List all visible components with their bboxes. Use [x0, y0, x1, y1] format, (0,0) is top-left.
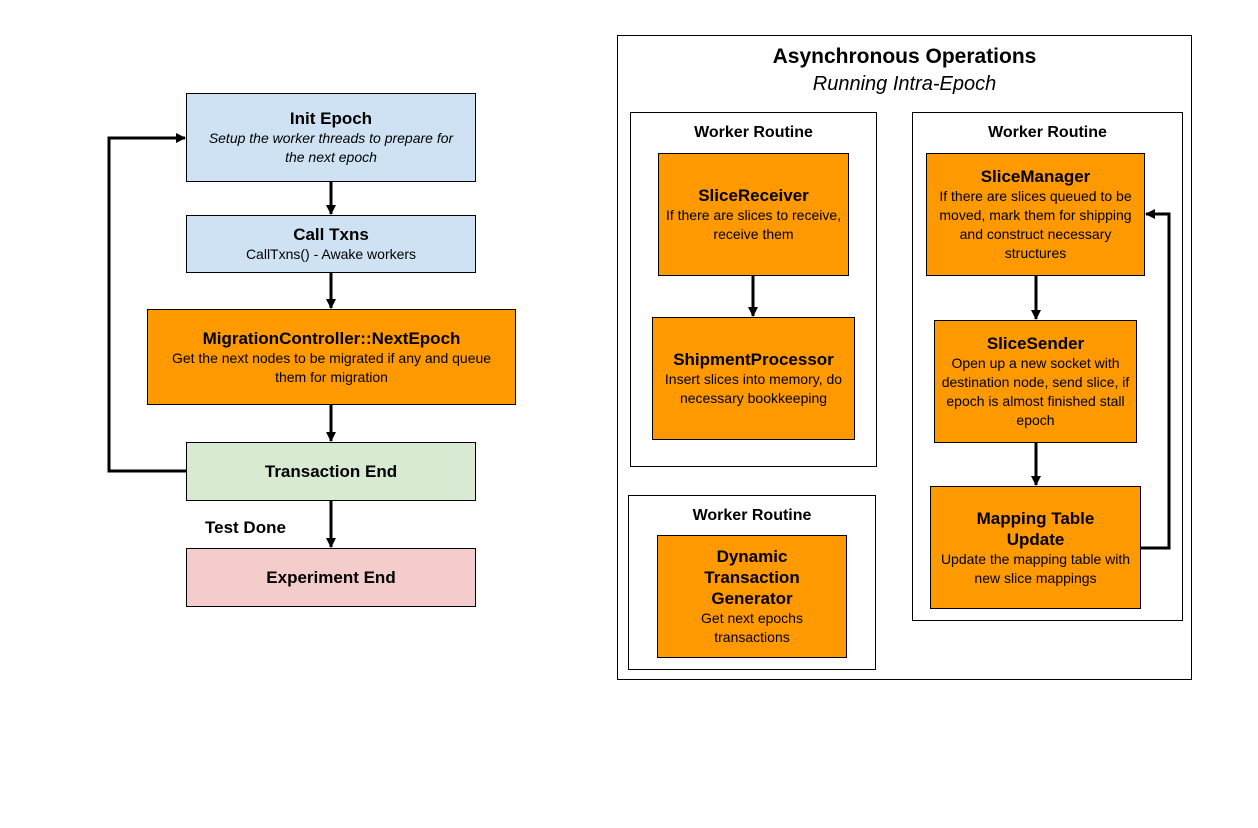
- transaction-end-box: Transaction End: [186, 442, 476, 501]
- call-txns-desc: CallTxns() - Awake workers: [245, 246, 417, 262]
- transaction-end-title: Transaction End: [264, 462, 398, 481]
- slice-receiver-box: SliceReceiver If there are slices to rec…: [658, 153, 849, 276]
- dynamic-generator-box: Dynamic Transaction Generator Get next e…: [657, 535, 847, 658]
- slice-sender-box: SliceSender Open up a new socket with de…: [934, 320, 1137, 443]
- shipment-processor-box: ShipmentProcessor Insert slices into mem…: [652, 317, 855, 440]
- shipment-processor-title: ShipmentProcessor: [673, 350, 834, 369]
- experiment-end-title: Experiment End: [266, 568, 396, 587]
- migration-controller-box: MigrationController::NextEpoch Get the n…: [147, 309, 516, 405]
- arrow-loop-back-to-init: [107, 133, 186, 473]
- worker-routine-c-title: Worker Routine: [988, 124, 1107, 141]
- call-txns-title: Call Txns: [293, 225, 369, 244]
- slice-receiver-title: SliceReceiver: [698, 186, 809, 205]
- init-epoch-box: Init Epoch Setup the worker threads to p…: [186, 93, 476, 182]
- mapping-table-update-box: Mapping Table Update Update the mapping …: [930, 486, 1141, 609]
- async-panel-subtitle: Running Intra-Epoch: [812, 73, 997, 95]
- migration-controller-desc: Get the next nodes to be migrated if any…: [171, 349, 492, 385]
- dynamic-generator-title: Dynamic Transaction Generator: [704, 547, 800, 608]
- mapping-table-update-title: Mapping Table Update: [976, 508, 1095, 549]
- shipment-processor-desc: Insert slices into memory, do necessary …: [664, 371, 843, 406]
- slice-receiver-desc: If there are slices to receive, receive …: [665, 207, 842, 242]
- slice-sender-title: SliceSender: [986, 334, 1085, 353]
- call-txns-box: Call Txns CallTxns() - Awake workers: [186, 215, 476, 273]
- test-done-label: Test Done: [205, 518, 286, 537]
- async-panel-title: Asynchronous Operations: [772, 45, 1037, 68]
- mapping-table-update-desc: Update the mapping table with new slice …: [940, 550, 1131, 586]
- worker-routine-b-title: Worker Routine: [692, 507, 812, 524]
- init-epoch-desc: Setup the worker threads to prepare for …: [208, 130, 454, 165]
- slice-manager-title: SliceManager: [980, 167, 1091, 186]
- dynamic-generator-desc: Get next epochs transactions: [701, 610, 803, 645]
- worker-routine-a-title: Worker Routine: [694, 124, 813, 141]
- slice-sender-desc: Open up a new socket with destination no…: [941, 355, 1130, 428]
- experiment-end-box: Experiment End: [186, 548, 476, 607]
- slice-manager-desc: If there are slices queued to be moved, …: [939, 188, 1132, 261]
- migration-controller-title: MigrationController::NextEpoch: [202, 328, 461, 348]
- slice-manager-box: SliceManager If there are slices queued …: [926, 153, 1145, 276]
- init-epoch-title: Init Epoch: [289, 109, 373, 128]
